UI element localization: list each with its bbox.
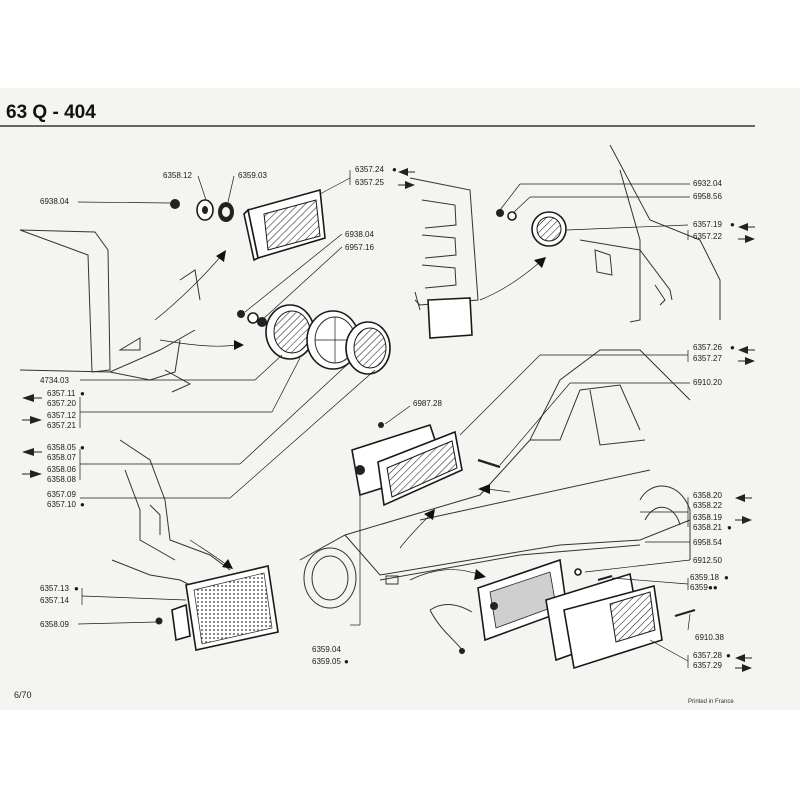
variant-dot-6357-28: ● xyxy=(726,651,731,660)
washer-6358-12 xyxy=(196,199,214,221)
variant-dot-6357-10: ● xyxy=(80,500,85,509)
label-6357-13: 6357.13 xyxy=(40,584,69,593)
label-6357-12: 6357.12 xyxy=(47,411,76,420)
variant-dot-6357-13: ● xyxy=(74,584,79,593)
label-6359-03: 6359.03 xyxy=(238,171,267,180)
label-6357-25: 6357.25 xyxy=(355,178,384,187)
assembly-arrows xyxy=(154,250,546,581)
label-6357-11: 6357.11 xyxy=(47,389,76,398)
variant-dot-6358-05: ● xyxy=(80,443,85,452)
label-6357-28: 6357.28 xyxy=(693,651,722,660)
leader-lines xyxy=(77,170,691,668)
car-side-outline xyxy=(299,349,691,609)
label-6910-38: 6910.38 xyxy=(695,633,724,642)
printed-note: Printed in France xyxy=(688,699,734,705)
reflector-6357-19 xyxy=(496,209,567,247)
label-6357-09: 6357.09 xyxy=(47,490,76,499)
round-lamp-assembly xyxy=(237,304,391,375)
variant-dot-6357-26: ● xyxy=(730,343,735,352)
label-6357-26: 6357.26 xyxy=(693,343,722,352)
label-6958-54: 6958.54 xyxy=(693,538,722,547)
side-lamp-6357-26 xyxy=(351,422,501,507)
variant-dot-6359-18: ● xyxy=(724,573,729,582)
nut-6938-04 xyxy=(170,199,180,209)
page-number: 6/70 xyxy=(14,690,32,700)
label-6358-09: 6358.09 xyxy=(40,620,69,629)
variant-dot-6357-19: ● xyxy=(730,220,735,229)
label-6958-56: 6958.56 xyxy=(693,192,722,201)
label-6358-21: 6358.21 xyxy=(693,523,722,532)
label-6987-28: 6987.28 xyxy=(413,399,442,408)
label-6938-04-a: 6938.04 xyxy=(40,197,69,206)
label-6358-08: 6358.08 xyxy=(47,475,76,484)
page-title: 63 Q - 404 xyxy=(6,102,96,123)
label-6357-20: 6357.20 xyxy=(47,399,76,408)
label-6359: 6359 xyxy=(690,583,708,592)
label-6358-19: 6358.19 xyxy=(693,513,722,522)
variant-dot-6359-05: ● xyxy=(344,657,349,666)
label-6358-07: 6358.07 xyxy=(47,453,76,462)
label-6359-18: 6359.18 xyxy=(690,573,719,582)
label-6358-22: 6358.22 xyxy=(693,501,722,510)
label-6358-20: 6358.20 xyxy=(693,491,722,500)
label-6912-50: 6912.50 xyxy=(693,556,722,565)
car-front-outline xyxy=(19,229,201,393)
car-rear-pillar-outline xyxy=(579,144,721,323)
variant-dot-6357-24: ● xyxy=(392,165,397,174)
catalog-sheet xyxy=(0,88,800,710)
label-6358-05: 6358.05 xyxy=(47,443,76,452)
label-6357-14: 6357.14 xyxy=(40,596,69,605)
label-6357-29: 6357.29 xyxy=(693,661,722,670)
label-4734-03: 4734.03 xyxy=(40,376,69,385)
label-6357-19: 6357.19 xyxy=(693,220,722,229)
side-lamp-6357-13 xyxy=(155,565,279,651)
label-6938-04-b: 6938.04 xyxy=(345,230,374,239)
label-6357-27: 6357.27 xyxy=(693,354,722,363)
label-6932-04: 6932.04 xyxy=(693,179,722,188)
ring-6359-03 xyxy=(218,202,234,222)
rear-fender-outline xyxy=(409,177,479,339)
label-6358-06: 6358.06 xyxy=(47,465,76,474)
side-lamp-6357-24 xyxy=(243,188,326,262)
variant-dot-6357-11: ● xyxy=(80,389,85,398)
label-6359-04: 6359.04 xyxy=(312,645,341,654)
side-lamp-6357-28 xyxy=(429,558,696,670)
label-6910-20: 6910.20 xyxy=(693,378,722,387)
label-6357-22: 6357.22 xyxy=(693,232,722,241)
label-6357-10: 6357.10 xyxy=(47,500,76,509)
label-6357-21: 6357.21 xyxy=(47,421,76,430)
label-6359-05: 6359.05 xyxy=(312,657,341,666)
front-fender-outline xyxy=(111,439,231,591)
variant-double-dot-6359: ●● xyxy=(708,583,718,592)
label-6957-16: 6957.16 xyxy=(345,243,374,252)
side-arrows xyxy=(22,168,755,672)
label-6358-12: 6358.12 xyxy=(163,171,192,180)
variant-dot-6358-21: ● xyxy=(727,523,732,532)
label-6357-24: 6357.24 xyxy=(355,165,384,174)
part-labels: 6938.04 6358.12 6359.03 6357.24 ● 6357.2… xyxy=(40,165,735,670)
